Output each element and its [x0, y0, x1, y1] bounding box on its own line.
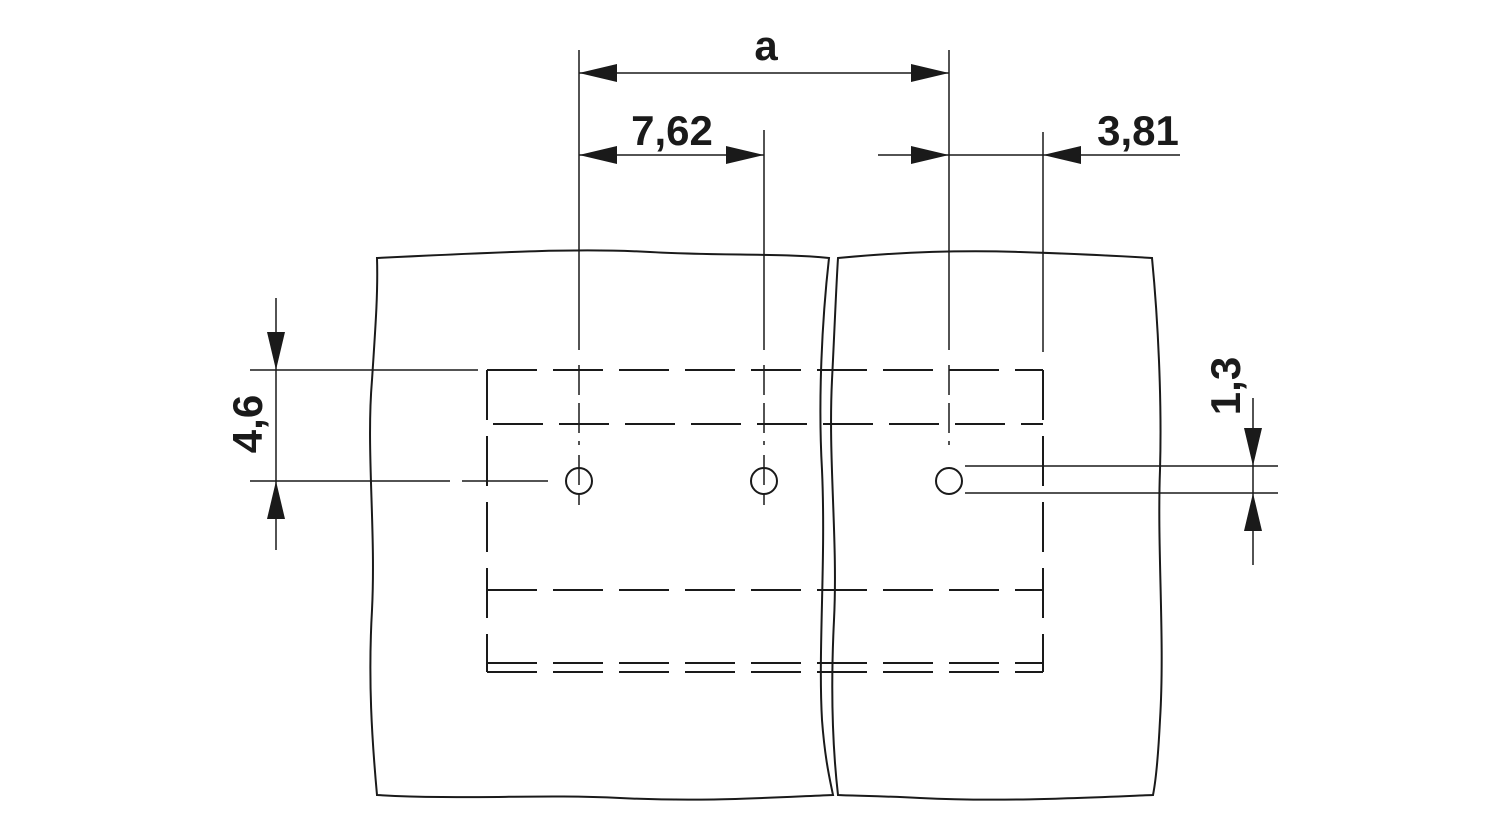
drill-hole-3 — [935, 467, 963, 495]
dimension-1-3-label: 1,3 — [1202, 357, 1249, 415]
dimension-3-81: 3,81 — [878, 107, 1180, 164]
dimension-4-6-label: 4,6 — [224, 395, 271, 453]
header-footprint — [486, 369, 1044, 673]
dimension-3-81-label: 3,81 — [1097, 107, 1179, 154]
left-board-outline — [369, 249, 835, 801]
dimension-1-3: 1,3 — [965, 357, 1278, 565]
dimension-7-62-label: 7,62 — [631, 107, 713, 154]
dimension-4-6: 4,6 — [224, 298, 478, 550]
drill-hole-2 — [750, 467, 778, 495]
pin-centerlines — [578, 50, 1044, 505]
dimension-7-62: 7,62 — [579, 107, 764, 164]
right-board-outline — [830, 250, 1163, 801]
drill-hole-1 — [565, 467, 593, 495]
dimension-a: a — [579, 22, 949, 82]
dimension-a-label: a — [754, 22, 778, 69]
